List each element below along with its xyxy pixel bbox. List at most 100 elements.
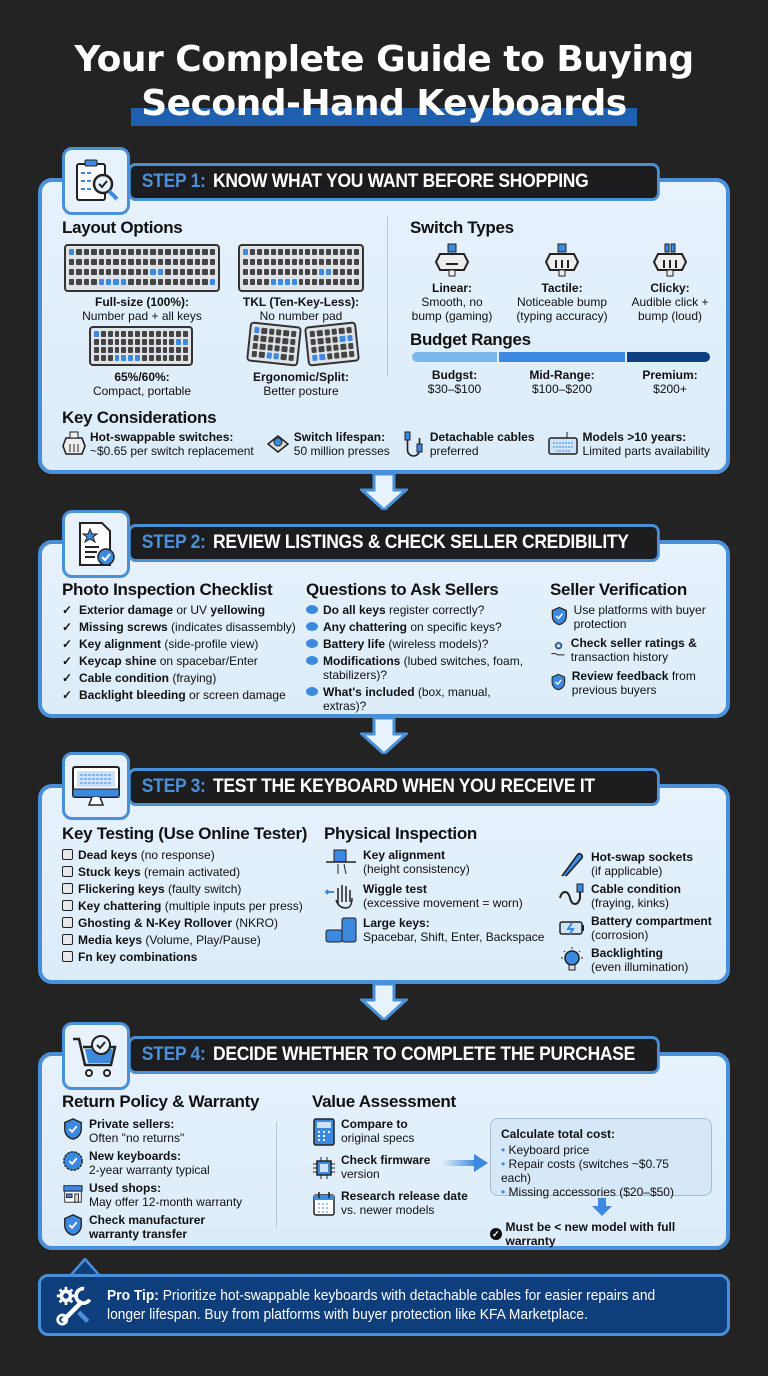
consideration-item: Models >10 years:Limited parts availabil… — [547, 430, 710, 458]
speech-bubble-icon — [306, 639, 318, 648]
switch-clicky: Clicky: Audible click +bump (loud) — [622, 242, 718, 323]
divider — [387, 216, 388, 376]
tools-icon — [56, 1286, 92, 1326]
question-item: Any chattering on specific keys? — [306, 620, 536, 634]
physical-item: Cable condition(fraying, kinks) — [558, 882, 728, 910]
budget-premium: Premium:$200+ — [642, 368, 698, 396]
speech-bubble-icon — [306, 622, 318, 631]
protip-text: Pro Tip: Prioritize hot-swappable keyboa… — [107, 1287, 656, 1323]
usb-cable-icon — [404, 431, 423, 457]
calc-heading: Calculate total cost: — [501, 1127, 616, 1141]
layout-compact: 65%/60%:Compact, portable — [92, 370, 192, 398]
battery-icon — [559, 921, 584, 935]
calculator-icon — [313, 1118, 335, 1146]
checklist-item: ✓Key alignment (side-profile view) — [62, 637, 259, 651]
step3-header: STEP 3:TEST THE KEYBOARD WHEN YOU RECEIV… — [128, 768, 660, 806]
badge-check-icon — [63, 1151, 83, 1171]
lightbulb-icon — [561, 947, 583, 971]
returns-heading: Return Policy & Warranty — [62, 1092, 260, 1111]
testing-item: Stuck keys (remain activated) — [62, 865, 332, 879]
key-checkbox-icon — [62, 900, 73, 911]
hand-wiggle-icon — [324, 885, 353, 909]
budget-low: Budgst:$30–$100 — [427, 368, 482, 396]
return-item: Used shops:May offer 12-month warranty — [62, 1181, 282, 1209]
verification-section: Seller Verification Use platforms with b… — [550, 580, 720, 700]
key-press-icon — [326, 849, 356, 875]
check-circle-icon: ✓ — [490, 1228, 502, 1240]
switch-tactile: Tactile: Noticeable bump(typing accuracy… — [506, 242, 618, 323]
layout-tkl: TKL (Ten-Key-Less):No number pad — [242, 295, 360, 323]
layout-section: Layout Options — [62, 218, 183, 238]
tweezers-icon — [561, 852, 584, 877]
question-item: What's included (box, manual, extras)? — [306, 685, 536, 713]
testing-item: Key chattering (multiple inputs per pres… — [62, 899, 332, 913]
keycap-icon — [266, 435, 289, 453]
key-testing-section: Key Testing (Use Online Tester) Dead key… — [62, 824, 332, 967]
key-checkbox-icon — [62, 951, 73, 962]
linear-switch-icon — [434, 243, 470, 277]
arrow-right-icon — [442, 1154, 488, 1172]
checklist-item: ✓Missing screws (indicates disassembly) — [62, 620, 296, 634]
physical-item: Battery compartment(corrosion) — [558, 914, 728, 942]
step1-badge — [62, 147, 130, 215]
page-title: Your Complete Guide to Buying Second-Han… — [0, 38, 768, 126]
step4-card: Return Policy & Warranty Private sellers… — [38, 1052, 730, 1250]
budget-bar — [412, 352, 710, 362]
shield-check-icon — [64, 1118, 82, 1140]
physical-inspection-left: Physical Inspection Key alignment(height… — [324, 824, 564, 947]
questions-section: Questions to Ask Sellers Do all keys reg… — [306, 580, 536, 716]
hand-rating-icon — [551, 642, 565, 656]
physical-item: Hot-swap sockets(if applicable) — [558, 850, 728, 878]
shield-check-icon — [64, 1214, 82, 1236]
question-item: Modifications (lubed switches, foam, sta… — [306, 654, 536, 682]
tkl-keyboard-icon — [238, 244, 364, 292]
title-line-2: Second-Hand Keyboards — [131, 82, 637, 126]
budget-heading: Budget Ranges — [410, 330, 531, 349]
compact-keyboard-icon — [89, 326, 193, 366]
calc-item: • Keyboard price — [501, 1143, 590, 1157]
considerations-heading: Key Considerations — [62, 408, 217, 427]
considerations-list: Hot-swappable switches:~$0.65 per switch… — [62, 430, 722, 458]
step4-header: STEP 4:DECIDE WHETHER TO COMPLETE THE PU… — [128, 1036, 660, 1074]
step3-card: Key Testing (Use Online Tester) Dead key… — [38, 784, 730, 984]
physical-item: Wiggle test(excessive movement = worn) — [324, 882, 564, 910]
key-checkbox-icon — [62, 866, 73, 877]
question-item: Battery life (wireless models)? — [306, 637, 536, 651]
check-icon: ✓ — [62, 654, 73, 668]
step1-card: Layout Options Full-size (100%):Number p… — [38, 178, 730, 474]
shield-check-icon — [551, 673, 566, 691]
verification-heading: Seller Verification — [550, 580, 687, 599]
checklist-item: ✓Exterior damage or UV yellowing — [62, 603, 266, 617]
calc-total-box: Calculate total cost: • Keyboard price •… — [490, 1118, 712, 1199]
question-item: Do all keys register correctly? — [306, 603, 536, 617]
fullsize-keyboard-icon — [64, 244, 220, 292]
layout-ergonomic: Ergonomic/Split:Better posture — [253, 370, 349, 398]
step2-badge — [62, 510, 130, 578]
check-icon: ✓ — [62, 671, 73, 685]
protip-box: Pro Tip: Prioritize hot-swappable keyboa… — [38, 1274, 730, 1336]
switch-icon — [62, 431, 86, 455]
title-line-1: Your Complete Guide to Buying — [74, 39, 694, 80]
step1-header: STEP 1:KNOW WHAT YOU WANT BEFORE SHOPPIN… — [128, 163, 660, 201]
check-icon: ✓ — [62, 603, 73, 617]
key-checkbox-icon — [62, 917, 73, 928]
step3-badge — [62, 752, 130, 820]
check-icon: ✓ — [62, 688, 73, 702]
key-checkbox-icon — [62, 849, 73, 860]
physical-heading: Physical Inspection — [324, 824, 478, 843]
arrow-down-icon — [360, 984, 408, 1020]
keyboard-icon — [547, 432, 578, 455]
check-icon: ✓ — [62, 620, 73, 634]
physical-item: Backlighting(even illumination) — [558, 946, 728, 974]
clicky-switch-icon — [652, 243, 688, 277]
divider — [276, 1122, 277, 1228]
chip-icon — [313, 1157, 335, 1179]
key-checkbox-icon — [62, 934, 73, 945]
calendar-icon — [313, 1192, 335, 1216]
